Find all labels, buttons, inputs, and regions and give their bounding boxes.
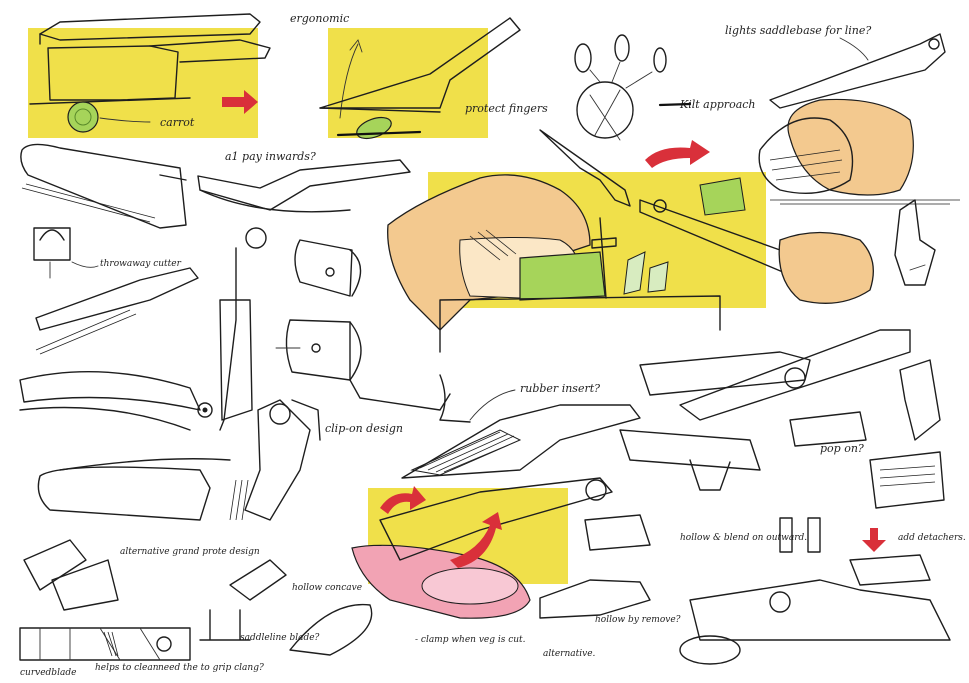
note-kilt-approach: Kilt approach bbox=[679, 98, 756, 111]
note-protect-fingers: protect fingers bbox=[465, 102, 548, 115]
sketch-lower-right: hollow by remove? hollow & blend on outw… bbox=[539, 514, 951, 665]
red-arrow-right-icon bbox=[222, 90, 258, 114]
note-ergonomic: ergonomic bbox=[290, 12, 349, 25]
sketch-right-hand-knife bbox=[639, 177, 874, 304]
sketch-center-blade: rubber insert? bbox=[401, 382, 641, 479]
note-rubber-insert: rubber insert? bbox=[520, 382, 600, 395]
note-clip-on: clip-on design bbox=[325, 422, 403, 435]
sketch-protect-fingers: ergonomic protect fingers bbox=[290, 12, 548, 140]
note-hollow-concave: hollow concave bbox=[292, 583, 362, 593]
note-saddleline-blade: saddleline blade? bbox=[240, 633, 320, 643]
note-pay-inwards: a1 pay inwards? bbox=[225, 150, 316, 163]
note-alternative: alternative. bbox=[543, 649, 596, 659]
sketch-throwaway-cutter: throwaway cutter bbox=[33, 227, 267, 431]
sketch-hand-cutter: lights saddlebase for line? bbox=[725, 24, 960, 205]
sketch-handle-rail: a1 pay inwards? bbox=[20, 143, 411, 229]
sketch-knife-carrot: carrot bbox=[29, 13, 271, 133]
note-hollow-remove: hollow by remove? bbox=[595, 615, 681, 625]
note-saddlebase: lights saddlebase for line? bbox=[725, 24, 871, 37]
note-hollow-blend: hollow & blend on outward. bbox=[680, 533, 807, 543]
sketch-small-hand bbox=[894, 199, 936, 286]
highlight-panel-2 bbox=[328, 28, 488, 138]
sketch-clamp: - clamp when veg is cut. bbox=[351, 477, 613, 645]
note-curved-blade: curvedblade bbox=[20, 668, 76, 678]
sketch-kilt-approach: Kilt approach bbox=[539, 34, 756, 207]
note-carrot: carrot bbox=[160, 116, 195, 129]
sketch-cylinder-handles bbox=[275, 239, 362, 381]
red-arrow-curved-up-icon bbox=[645, 140, 710, 168]
note-helps-clean: helps to clean bbox=[95, 663, 159, 673]
red-arrow-rotate-icon bbox=[380, 486, 426, 514]
note-grip-clang: need the to grip clang? bbox=[158, 663, 264, 673]
red-arrow-curved-icon bbox=[450, 512, 502, 568]
sketch-clip-on: clip-on design bbox=[19, 370, 471, 521]
sketch-pop-on: pop on? add detachers. bbox=[619, 329, 966, 552]
note-throwaway-cutter: throwaway cutter bbox=[100, 259, 182, 269]
sketch-lower-left: alternative grand prote design hollow co… bbox=[23, 458, 373, 656]
sketch-hand-slicer bbox=[387, 174, 721, 353]
note-add-detachers: add detachers. bbox=[898, 533, 966, 543]
note-pop-on: pop on? bbox=[820, 442, 864, 455]
sketch-blade-strips: curvedblade helps to clean need the to g… bbox=[19, 627, 264, 678]
note-alternative-grand: alternative grand prote design bbox=[120, 547, 260, 557]
note-clamp-veg: - clamp when veg is cut. bbox=[415, 635, 526, 645]
red-arrow-down-icon bbox=[862, 528, 886, 552]
